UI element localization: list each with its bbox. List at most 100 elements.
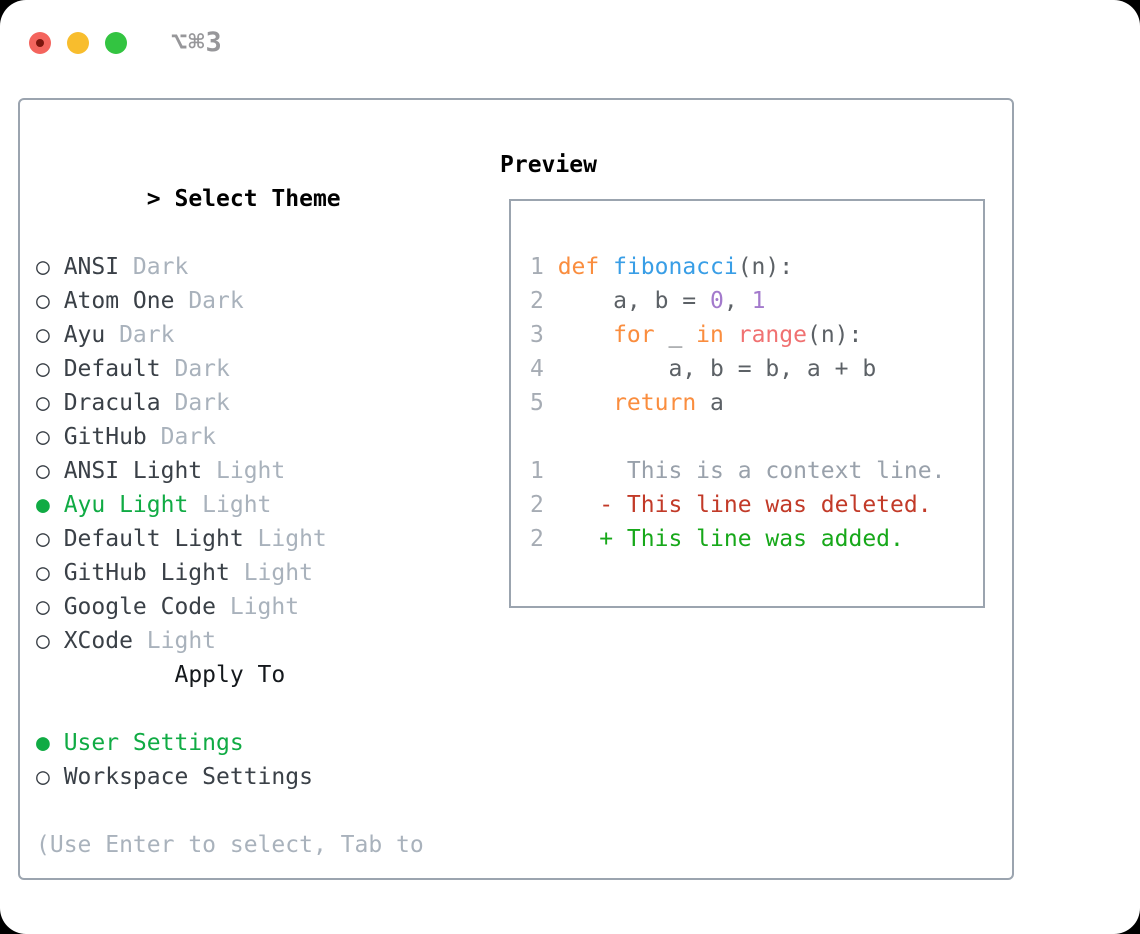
theme-option[interactable]: ○ Dracula Dark xyxy=(36,386,341,420)
apply-option[interactable]: ● User Settings xyxy=(36,726,313,760)
code-token-kw: def xyxy=(557,254,614,280)
theme-option[interactable]: ○ Default Dark xyxy=(36,352,341,386)
radio-icon: ○ xyxy=(36,322,50,348)
close-button[interactable] xyxy=(29,31,51,54)
selection-cursor-icon: > xyxy=(146,186,161,212)
theme-option[interactable]: ○ Default Light Light xyxy=(36,522,341,556)
line-number: 1 xyxy=(530,254,544,280)
theme-variant: Light xyxy=(146,628,217,654)
code-line: 4 a, b = b, a + b xyxy=(530,352,945,386)
theme-variant: Light xyxy=(257,526,327,552)
radio-icon: ○ xyxy=(36,764,50,790)
theme-variant: Light xyxy=(243,560,313,586)
line-number: 2 xyxy=(530,288,544,314)
line-number: 2 xyxy=(530,526,544,552)
radio-icon: ○ xyxy=(36,424,50,450)
code-token-ctx: This is a context line. xyxy=(557,458,946,484)
radio-icon: ○ xyxy=(36,458,50,484)
code-line: 5 return a xyxy=(530,386,945,420)
help-line-1: (Use Enter to select, Tab to xyxy=(36,832,424,858)
code-token-kw: for xyxy=(613,322,655,348)
theme-option-label: Ayu xyxy=(63,322,106,348)
window-title: ⌥⌘3 xyxy=(171,27,223,58)
apply-to-header: Apply To xyxy=(36,624,313,726)
theme-variant: Light xyxy=(202,492,272,518)
line-number: 4 xyxy=(530,356,544,382)
apply-option[interactable]: ○ Workspace Settings xyxy=(36,760,313,794)
theme-option-label: GitHub Light xyxy=(63,560,230,586)
theme-option[interactable]: ○ GitHub Dark xyxy=(36,420,341,454)
radio-icon: ○ xyxy=(36,526,50,552)
theme-option-label: Google Code xyxy=(63,594,217,620)
code-token-num: 1 xyxy=(751,288,766,314)
maximize-button[interactable] xyxy=(105,31,127,54)
theme-option-label: Default xyxy=(63,356,161,382)
line-number: 3 xyxy=(530,322,544,348)
theme-option-label: Ayu Light xyxy=(63,492,189,518)
radio-icon: ○ xyxy=(36,356,50,382)
theme-option-label: GitHub xyxy=(63,424,147,450)
help-text: (Use Enter to select, Tab to change focu… xyxy=(36,760,424,934)
code-token-kw: return xyxy=(613,390,697,416)
code-token-add: + This line was added. xyxy=(557,526,904,552)
theme-variant: Dark xyxy=(174,390,230,416)
apply-to-list: Apply To ● User Settings ○ Workspace Settin… xyxy=(36,624,313,794)
apply-to-title: Apply To xyxy=(174,662,286,688)
theme-option[interactable]: ○ Google Code Light xyxy=(36,590,341,624)
theme-option-label: XCode xyxy=(63,628,133,654)
theme-variant: Dark xyxy=(188,288,244,314)
theme-variant: Light xyxy=(216,458,286,484)
theme-option-label: Dracula xyxy=(63,390,161,416)
code-token-call: range xyxy=(737,322,807,348)
code-token-plain xyxy=(558,322,613,348)
theme-variant: Light xyxy=(229,594,300,620)
code-token-fn: fibonacci xyxy=(613,254,738,280)
minimize-button[interactable] xyxy=(67,31,89,54)
code-token-plain: (n): xyxy=(737,254,794,280)
code-token-plain: _ xyxy=(654,322,697,348)
theme-variant: Dark xyxy=(132,254,189,280)
code-token-plain: a, b = xyxy=(557,288,711,314)
code-line: 2 + This line was added. xyxy=(530,522,945,556)
theme-variant: Dark xyxy=(160,424,217,450)
line-number: 5 xyxy=(530,390,544,416)
code-token-plain: a xyxy=(696,390,724,416)
code-line: 1 This is a context line. xyxy=(530,454,945,488)
code-line: 3 for _ in range(n): xyxy=(530,318,945,352)
theme-list-header: > Select Theme xyxy=(36,148,341,250)
code-token-del: - This line was deleted. xyxy=(557,492,932,518)
apply-option-label: User Settings xyxy=(63,730,244,756)
radio-icon: ○ xyxy=(36,560,50,586)
line-number: 1 xyxy=(530,458,544,484)
theme-variant: Dark xyxy=(119,322,175,348)
theme-list-title: Select Theme xyxy=(174,186,341,212)
theme-option[interactable]: ● Ayu Light Light xyxy=(36,488,341,522)
radio-icon: ○ xyxy=(36,594,50,620)
theme-option-label: ANSI xyxy=(63,254,120,280)
theme-option[interactable]: ○ ANSI Dark xyxy=(36,250,341,284)
radio-selected-icon: ● xyxy=(36,492,50,518)
preview-title: Preview xyxy=(500,152,597,178)
radio-icon: ○ xyxy=(36,390,50,416)
radio-selected-icon: ● xyxy=(36,730,50,756)
theme-option[interactable]: ○ GitHub Light Light xyxy=(36,556,341,590)
apply-option-label: Workspace Settings xyxy=(63,764,313,790)
theme-variant: Dark xyxy=(174,356,230,382)
code-token-plain xyxy=(558,390,613,416)
theme-option-label: Default Light xyxy=(63,526,244,552)
code-line: 1 def fibonacci(n): xyxy=(530,250,945,284)
code-token-plain: a, b = b, a + b xyxy=(557,356,877,382)
code-token-plain: (n): xyxy=(806,322,863,348)
radio-icon: ○ xyxy=(36,254,50,280)
code-token-kw: in xyxy=(696,322,724,348)
theme-option[interactable]: ○ Ayu Dark xyxy=(36,318,341,352)
radio-icon: ○ xyxy=(36,288,50,314)
